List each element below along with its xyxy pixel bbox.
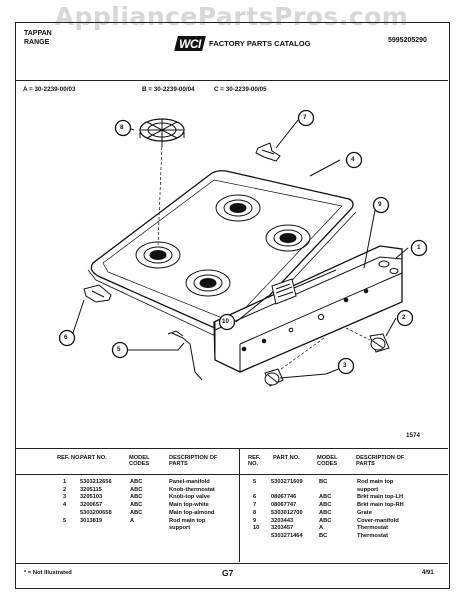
- watermark-text: AppliancePartsPros.com: [54, 2, 409, 31]
- table-cell-ref: 5: [63, 517, 67, 524]
- catalog-number: 5995205290: [388, 37, 427, 44]
- table-cell-ref: 3: [63, 494, 67, 501]
- table-cell-codes: ABC: [319, 517, 332, 524]
- brand-line-2: RANGE: [24, 39, 50, 46]
- logo-text: WCI: [179, 37, 201, 51]
- table-cell-desc: Knob-thermostat: [169, 486, 215, 493]
- table-cell-part: 5303012700: [271, 509, 303, 516]
- catalog-title: FACTORY PARTS CATALOG: [209, 39, 311, 48]
- header-part-left: PART NO.: [80, 455, 107, 461]
- table-cell-ref: 8: [253, 509, 257, 516]
- callout-10: 10: [222, 318, 230, 325]
- table-bottom-rule: [16, 563, 448, 564]
- callout-6: 6: [64, 334, 68, 341]
- table-cell-part: 5303200658: [80, 509, 112, 516]
- table-cell-part: 5303271464: [271, 532, 303, 539]
- model-code-b: B = 30-2239-00/04: [142, 86, 195, 93]
- table-cell-codes: ABC: [319, 502, 332, 509]
- model-code-c: C = 30-2239-00/05: [214, 86, 267, 93]
- table-cell-codes: A: [130, 517, 135, 524]
- table-cell-ref: 10: [253, 525, 260, 532]
- table-cell-desc: Cover-manifold: [357, 517, 399, 524]
- table-cell-ref: 5: [253, 479, 257, 485]
- table-cell-part: 3013819: [80, 517, 103, 524]
- table-cell-desc: Rod main top: [357, 479, 394, 485]
- table-cell-desc: Main top-almond: [169, 509, 215, 516]
- table-cell-part: 5303212656: [80, 479, 112, 485]
- table-cell-part: 3203443: [271, 517, 294, 524]
- table-cell-desc: Brkt main top-LH: [357, 494, 404, 501]
- table-center-divider: [239, 449, 240, 562]
- wci-logo: WCI: [174, 36, 206, 51]
- table-cell-codes: ABC: [319, 494, 332, 501]
- callout-2: 2: [402, 314, 406, 321]
- table-cell-desc: Main top-white: [169, 502, 209, 509]
- catalog-page: [15, 22, 450, 589]
- table-header-rule: [16, 474, 448, 475]
- page-number: G7: [222, 568, 234, 578]
- callout-7: 7: [303, 114, 307, 121]
- table-cell-part: 3203457: [271, 525, 294, 532]
- table-cell-codes: ABC: [130, 509, 143, 516]
- header-desc-left: DESCRIPTION OF PARTS: [169, 455, 218, 468]
- callout-3: 3: [343, 362, 347, 369]
- brand-line-1: TAPPAN: [24, 30, 52, 37]
- table-cell-ref: 6: [253, 494, 257, 501]
- header-desc-right: DESCRIPTION OF PARTS: [356, 455, 405, 468]
- callout-9: 9: [378, 201, 382, 208]
- header-model-right: MODEL CODES: [317, 455, 338, 468]
- table-cell-desc: Grate: [357, 509, 372, 516]
- header-divider: [16, 80, 448, 82]
- footer-note: * = Not Illustrated: [24, 570, 72, 576]
- table-cell-part: 3205115: [80, 486, 102, 493]
- callout-5: 5: [117, 346, 121, 353]
- footer-date: 4/91: [422, 570, 434, 576]
- callout-8: 8: [120, 124, 124, 131]
- callout-4: 4: [351, 156, 355, 163]
- table-top-rule: [16, 448, 448, 449]
- table-cell-ref: 9: [253, 517, 257, 524]
- callout-1: 1: [417, 244, 421, 251]
- table-cell-desc: Brkt main top-RH: [357, 502, 404, 509]
- table-cell-codes: ABC: [130, 479, 143, 485]
- table-cell-desc: support: [169, 525, 191, 532]
- table-cell-part: 08067747: [271, 502, 297, 509]
- table-cell-codes: ABC: [319, 509, 332, 516]
- table-cell-ref: 1: [63, 479, 67, 485]
- table-cell-part: 5303271609: [271, 479, 303, 485]
- table-cell-ref: 4: [63, 502, 67, 509]
- table-cell-part: 3205103: [80, 494, 103, 501]
- table-cell-part: 3200657: [80, 502, 103, 509]
- table-cell-part: 08067746: [271, 494, 297, 501]
- table-cell-desc: Thermostat: [357, 532, 388, 539]
- table-cell-desc: Rod main top: [169, 517, 206, 524]
- table-cell-codes: ABC: [130, 494, 143, 501]
- table-cell-desc: Thermostat: [357, 525, 388, 532]
- table-cell-codes: ABC: [130, 502, 143, 509]
- table-cell-ref: 2: [63, 486, 67, 493]
- header-model-left: MODEL CODES: [129, 455, 150, 468]
- table-cell-codes: BC: [319, 479, 328, 485]
- table-cell-codes: A: [319, 525, 324, 532]
- table-cell-desc: Panel-manifold: [169, 479, 210, 485]
- table-cell-desc: Knob-top valve: [169, 494, 211, 501]
- table-cell-codes: ABC: [130, 486, 143, 493]
- header-ref-left: REF. NO.: [57, 455, 82, 461]
- model-code-a: A = 30-2239-00/03: [23, 86, 76, 93]
- diagram-code: 1574: [406, 432, 421, 439]
- table-cell-ref: 7: [253, 502, 257, 509]
- table-cell-codes: BC: [319, 532, 328, 539]
- table-cell-desc: support: [357, 486, 379, 493]
- header-part-right: PART NO.: [273, 455, 300, 461]
- header-ref-right: REF. NO.: [248, 455, 261, 468]
